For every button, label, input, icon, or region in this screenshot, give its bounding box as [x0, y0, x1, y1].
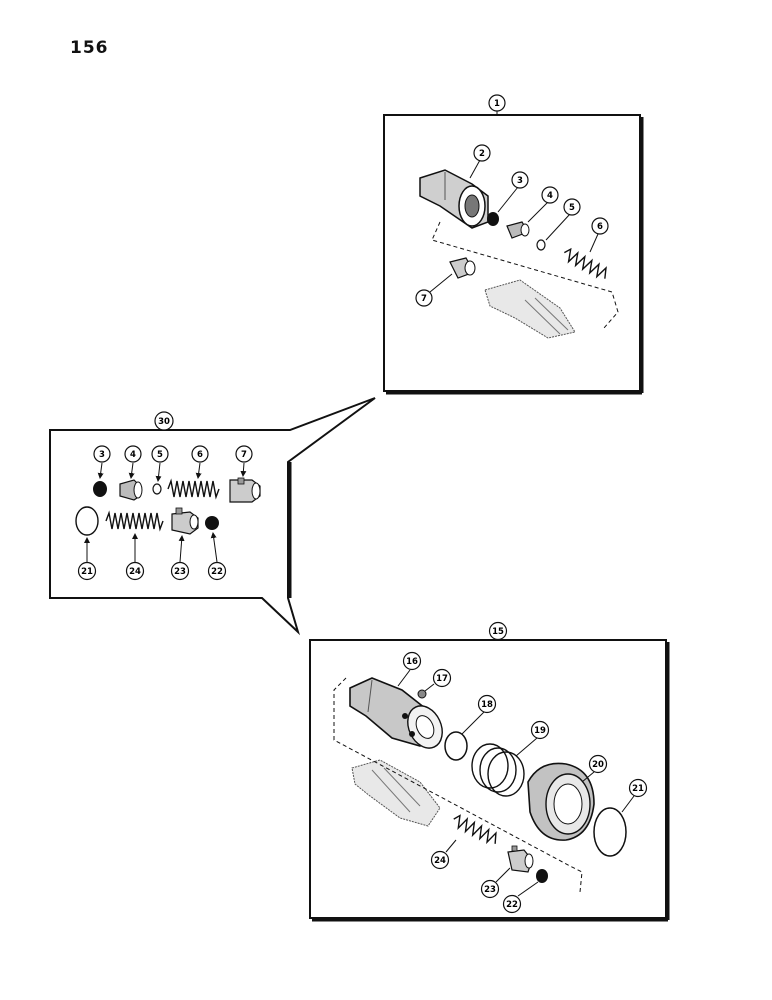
backup-ring-part: [471, 743, 525, 797]
seal-part: [536, 869, 548, 883]
callout-1: 1: [488, 94, 506, 112]
callout-5: 5: [545, 198, 581, 241]
svg-text:3: 3: [517, 176, 523, 186]
callout-21: 21: [621, 778, 648, 813]
svg-text:6: 6: [197, 450, 203, 460]
guide-part: [229, 477, 261, 503]
retainer-nut-part: [527, 762, 595, 841]
callout-17: 17: [424, 668, 452, 692]
svg-text:20: 20: [592, 760, 604, 770]
callout-6: 6: [589, 217, 609, 253]
svg-text:2: 2: [479, 149, 485, 159]
o-ring-part: [444, 731, 468, 761]
callout-22: 22: [502, 881, 539, 914]
svg-text:22: 22: [211, 567, 223, 577]
svg-text:1: 1: [494, 99, 500, 109]
o-ring-part: [75, 506, 99, 536]
svg-text:5: 5: [157, 450, 163, 460]
svg-text:21: 21: [81, 567, 93, 577]
callout-22: 22: [207, 532, 227, 581]
ghost-assembly: [351, 759, 441, 827]
guide-part: [171, 507, 199, 535]
callout-7: 7: [235, 445, 253, 477]
svg-text:19: 19: [534, 726, 546, 736]
callout-21: 21: [77, 537, 97, 581]
svg-text:4: 4: [547, 191, 553, 201]
svg-text:17: 17: [436, 674, 448, 684]
callout-15: 15: [488, 621, 508, 641]
callout-3: 3: [93, 445, 111, 479]
fitting-body-part: [419, 169, 489, 229]
svg-text:24: 24: [434, 856, 446, 866]
callout-2: 2: [469, 144, 491, 179]
o-ring-part: [593, 807, 627, 857]
svg-text:3: 3: [99, 450, 105, 460]
callout-23: 23: [480, 867, 511, 899]
callout-23: 23: [170, 535, 190, 581]
callout-18: 18: [461, 694, 497, 735]
callout-3: 3: [497, 171, 529, 213]
callout-30: 30: [154, 411, 174, 431]
poppet-part: [506, 221, 530, 239]
valve-body-part: [349, 677, 443, 749]
callout-7: 7: [415, 273, 453, 307]
poppet-part: [119, 479, 143, 501]
svg-text:21: 21: [632, 784, 644, 794]
callout-20: 20: [581, 754, 608, 783]
svg-text:30: 30: [158, 417, 170, 427]
svg-text:5: 5: [569, 203, 575, 213]
seal-part: [487, 212, 499, 226]
svg-text:4: 4: [130, 450, 136, 460]
o-ring-part: [152, 483, 162, 495]
o-ring-part: [536, 239, 546, 251]
svg-text:24: 24: [129, 567, 141, 577]
svg-text:16: 16: [406, 657, 418, 667]
callout-6: 6: [191, 445, 209, 479]
spring-part: [563, 247, 607, 279]
ghost-assembly: [484, 279, 576, 339]
svg-text:23: 23: [174, 567, 186, 577]
callout-24: 24: [430, 839, 457, 870]
callout-16: 16: [397, 651, 422, 687]
spring-part: [167, 478, 220, 500]
view-30-panel: 30 3 4: [49, 397, 376, 636]
view-1-panel: 1: [383, 94, 644, 395]
spring-part: [105, 510, 164, 532]
svg-text:7: 7: [421, 294, 427, 304]
callout-4: 4: [124, 445, 142, 479]
seal-part: [93, 481, 107, 497]
svg-text:7: 7: [241, 450, 247, 460]
callout-24: 24: [125, 533, 145, 581]
svg-text:22: 22: [506, 900, 518, 910]
guide-part: [507, 845, 534, 873]
callout-5: 5: [151, 445, 169, 482]
page-number: 156: [70, 38, 109, 58]
svg-text:6: 6: [597, 222, 603, 232]
ball-part: [417, 689, 427, 699]
svg-text:15: 15: [492, 627, 504, 637]
guide-part: [449, 257, 476, 279]
svg-text:18: 18: [481, 700, 493, 710]
view-15-panel: 15: [309, 621, 670, 922]
callout-19: 19: [515, 720, 550, 757]
callout-4: 4: [527, 186, 559, 223]
spring-part: [453, 814, 497, 845]
seal-part: [205, 516, 219, 530]
svg-text:23: 23: [484, 885, 496, 895]
